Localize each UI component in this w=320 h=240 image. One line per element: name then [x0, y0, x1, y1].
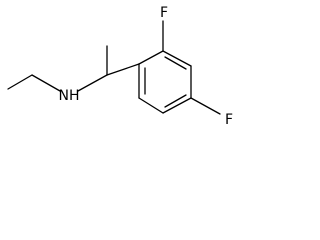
- ring-bond-1: [138, 50, 164, 65]
- bond-ch-ring: [106, 63, 140, 76]
- bond-ring-f-para: [190, 97, 221, 115]
- fluorine-ortho-label: F: [160, 5, 168, 21]
- fluorine-para-label: F: [225, 112, 233, 128]
- ring-double-bond-2: [164, 94, 187, 108]
- chemical-structure-diagram: NH F F: [7, 5, 233, 128]
- ring-double-bond-1: [164, 56, 187, 70]
- amine-nh-label: NH: [59, 88, 80, 104]
- ring-bond-4: [162, 97, 192, 114]
- bond-ethyl-ch3-ch2: [7, 74, 33, 90]
- bond-n-ch: [77, 74, 108, 92]
- ring-bond-2: [162, 50, 192, 67]
- ring-bond-5: [138, 97, 164, 114]
- bond-ethyl-ch2-n: [31, 74, 61, 92]
